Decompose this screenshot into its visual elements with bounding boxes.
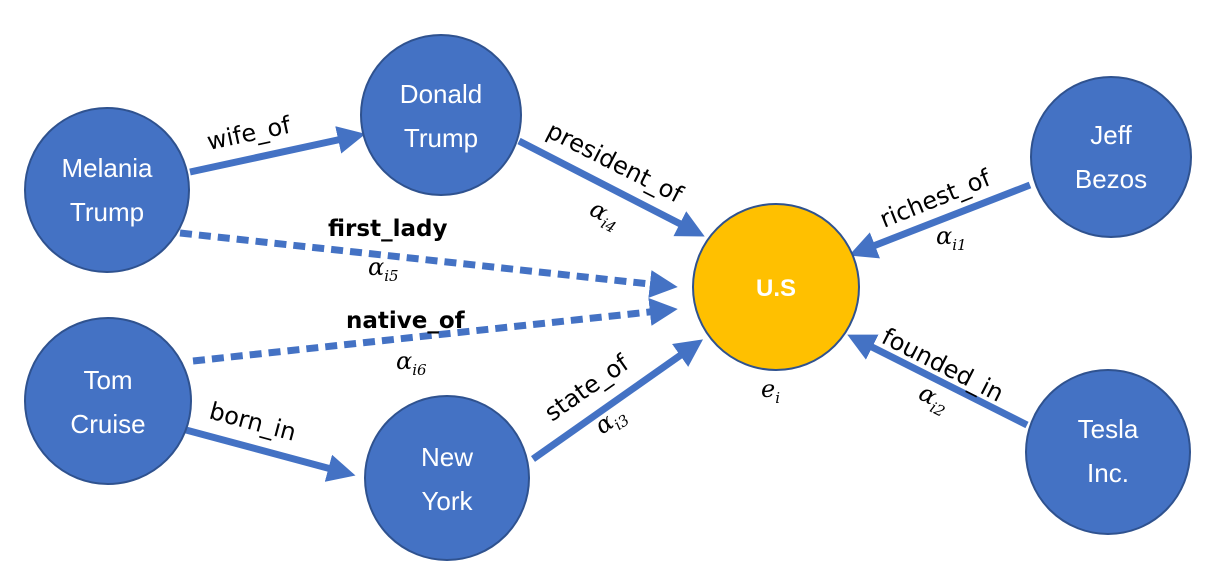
node-label-line2: Cruise — [70, 409, 145, 439]
weight-alpha-i5: αi5 — [368, 253, 399, 285]
edge-founded-in — [847, 334, 1029, 429]
edge-richest-of — [848, 181, 1032, 259]
node-tom-cruise: Tom Cruise — [24, 317, 192, 485]
node-new-york: New York — [364, 395, 530, 561]
edge-born-in — [185, 426, 356, 482]
node-melania-trump: Melania Trump — [24, 107, 190, 273]
node-label-line1: Tesla — [1078, 414, 1139, 444]
weight-alpha-i6: αi6 — [396, 347, 427, 379]
node-label-line2: Trump — [404, 123, 478, 153]
edge-label-first-lady: first_lady — [328, 216, 447, 242]
node-label-line1: Donald — [400, 79, 482, 109]
node-donald-trump: Donald Trump — [360, 34, 522, 196]
node-jeff-bezos: Jeff Bezos — [1030, 76, 1192, 238]
node-label-line2: Trump — [70, 197, 144, 227]
edge-first-lady — [179, 229, 678, 298]
edge-native-of — [192, 298, 678, 365]
node-label-line1: Melania — [61, 153, 153, 183]
node-label-line1: Tom — [83, 365, 132, 395]
center-symbol: ei — [761, 375, 780, 407]
edge-state-of — [530, 339, 704, 462]
weight-alpha-i1: αi1 — [936, 222, 967, 254]
edge-president-of — [517, 137, 705, 237]
node-us-center: U.S — [692, 203, 860, 371]
node-label-line2: Inc. — [1087, 458, 1129, 488]
center-node-label: U.S — [756, 275, 796, 302]
edge-wife-of — [189, 126, 366, 176]
node-label-line2: York — [421, 486, 473, 516]
node-label-line1: New — [421, 442, 473, 472]
edge-label-native-of: native_of — [346, 308, 466, 334]
node-label-line1: Jeff — [1090, 120, 1132, 150]
edge-label-founded-in: founded_in — [877, 322, 1008, 407]
node-tesla-inc: Tesla Inc. — [1025, 369, 1191, 535]
node-label-line2: Bezos — [1075, 164, 1147, 194]
weight-alpha-i4: αi4 — [583, 194, 625, 236]
